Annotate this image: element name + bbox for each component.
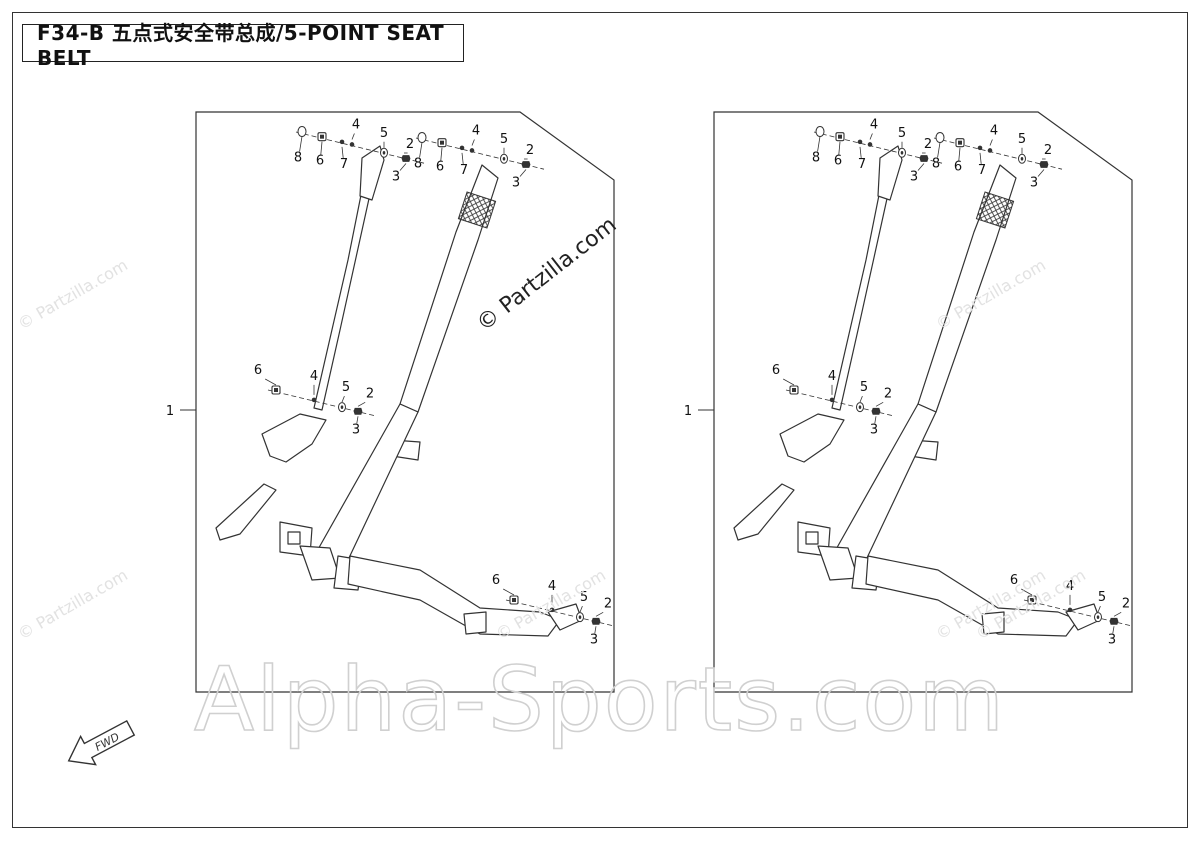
- callout-6: 6: [492, 573, 500, 588]
- callout-8: 8: [932, 156, 940, 171]
- callout-2: 2: [884, 386, 892, 401]
- callout-6: 6: [316, 154, 324, 169]
- callout-3: 3: [512, 176, 520, 191]
- callout-4: 4: [828, 369, 836, 384]
- callout-assembly: 1: [684, 404, 692, 419]
- fastener-stack-middle: 6 4 5 2 3: [772, 363, 895, 437]
- callout-8: 8: [812, 150, 820, 165]
- callout-3: 3: [352, 422, 360, 437]
- callout-3: 3: [392, 170, 400, 185]
- callout-2: 2: [406, 137, 414, 152]
- callout-6: 6: [834, 154, 842, 169]
- callout-8: 8: [414, 156, 422, 171]
- callout-8: 8: [294, 150, 302, 165]
- callout-3: 3: [1108, 632, 1116, 647]
- fwd-arrow-icon: FWD: [67, 719, 136, 766]
- webbing-label: [975, 191, 1015, 229]
- callout-5: 5: [1098, 590, 1106, 605]
- callout-5: 5: [1018, 132, 1026, 147]
- callout-3: 3: [1030, 176, 1038, 191]
- callout-5: 5: [860, 380, 868, 395]
- watermark-main: Alpha-Sports.com: [194, 648, 1006, 751]
- callout-4: 4: [472, 123, 480, 138]
- callout-7: 7: [340, 157, 348, 172]
- fwd-label: FWD: [93, 730, 122, 754]
- callout-3: 3: [590, 632, 598, 647]
- callout-3: 3: [870, 422, 878, 437]
- callout-7: 7: [978, 163, 986, 178]
- callout-5: 5: [380, 126, 388, 141]
- callout-5: 5: [500, 132, 508, 147]
- callout-4: 4: [990, 123, 998, 138]
- callout-4: 4: [1066, 579, 1074, 594]
- callout-2: 2: [526, 143, 534, 158]
- watermark-partzilla-center: © Partzilla.com: [472, 213, 621, 337]
- callout-assembly: 1: [166, 404, 174, 419]
- callout-6: 6: [254, 363, 262, 378]
- callout-6: 6: [1010, 573, 1018, 588]
- watermark-partzilla-right-1: © Partzilla.com: [933, 255, 1049, 333]
- callout-5: 5: [898, 126, 906, 141]
- callout-4: 4: [310, 369, 318, 384]
- fastener-stack-bottom: 6 4 5 2 3: [1010, 573, 1133, 647]
- callout-7: 7: [460, 163, 468, 178]
- callout-2: 2: [1044, 143, 1052, 158]
- callout-2: 2: [366, 386, 374, 401]
- callout-3: 3: [910, 170, 918, 185]
- drawing-border: [12, 12, 1188, 828]
- diagram-title: F34-B 五点式安全带总成/5-POINT SEAT BELT: [22, 21, 464, 70]
- panel-frame: [195, 111, 615, 693]
- fastener-stack-middle: 6 4 5 2 3: [254, 363, 377, 437]
- callout-6: 6: [954, 160, 962, 175]
- seat-belt-assembly: [733, 145, 1101, 637]
- fastener-stack-bottom: 6 4 5 2 3: [492, 573, 615, 647]
- callout-4: 4: [352, 117, 360, 132]
- callout-2: 2: [604, 596, 612, 611]
- webbing-label: [457, 191, 497, 229]
- panel-frame: [713, 111, 1133, 693]
- callout-2: 2: [1122, 596, 1130, 611]
- callout-4: 4: [870, 117, 878, 132]
- callout-7: 7: [858, 157, 866, 172]
- callout-4: 4: [548, 579, 556, 594]
- callout-6: 6: [436, 160, 444, 175]
- watermark-partzilla-left-1: © Partzilla.com: [15, 255, 131, 333]
- callout-5: 5: [580, 590, 588, 605]
- callout-2: 2: [924, 137, 932, 152]
- seat-belt-assembly: [215, 145, 583, 637]
- watermark-partzilla-left-2: © Partzilla.com: [15, 565, 131, 643]
- callout-5: 5: [342, 380, 350, 395]
- callout-6: 6: [772, 363, 780, 378]
